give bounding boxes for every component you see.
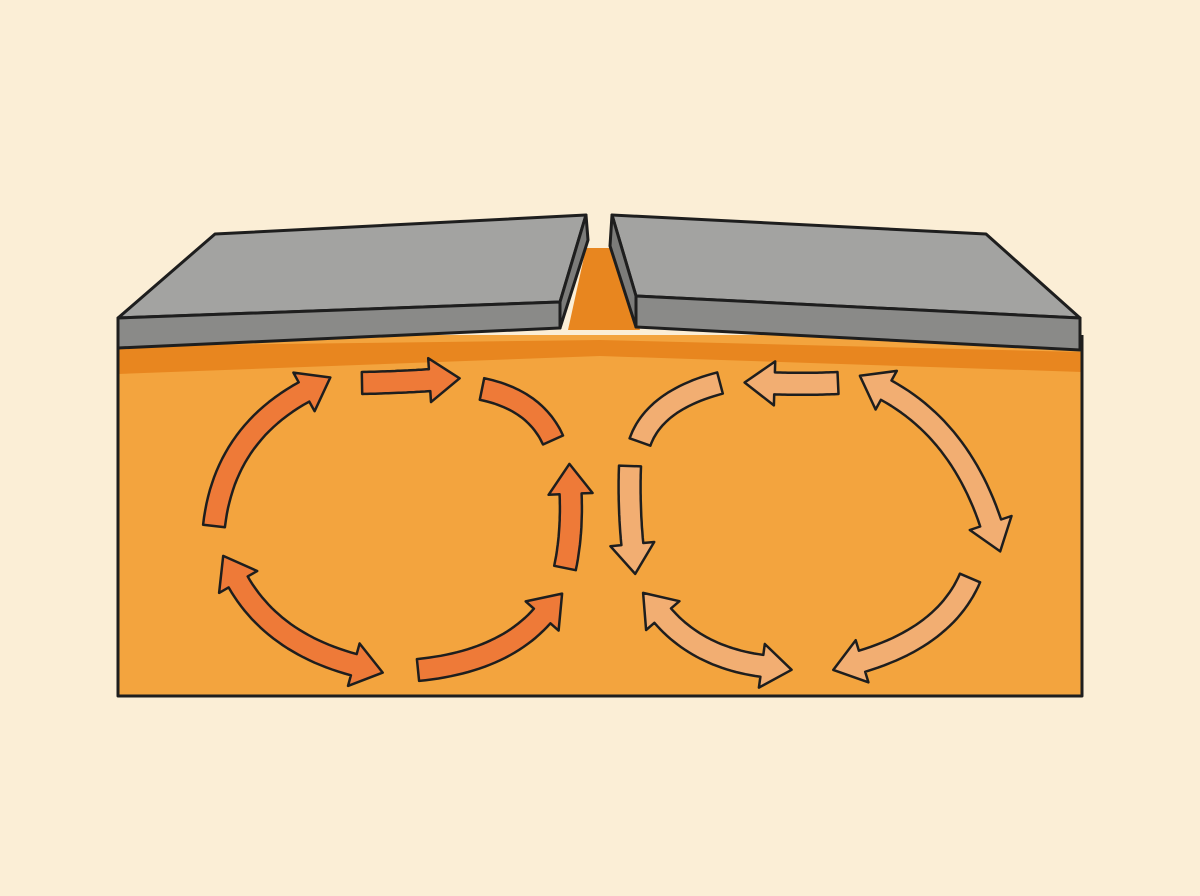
left-cell-arrow-bottom-right-icon (415, 592, 564, 683)
left-cell-arrow-top-icon (360, 356, 461, 404)
mantle-top-band (118, 340, 1082, 374)
right-cell-arrow-top-right-icon (858, 369, 1013, 553)
left-cell-arrow-top-right-icon (478, 376, 565, 446)
left-convection-cell (201, 356, 594, 688)
right-convection-cell (609, 360, 1013, 689)
mantle-outline (116, 335, 1084, 698)
right-cell-arrow-top-left-icon (628, 371, 725, 447)
left-plate-edge (558, 213, 590, 330)
right-cell-arrow-top-icon (743, 360, 840, 407)
right-cell-arrow-left-down-icon (609, 464, 656, 576)
left-cell-arrow-bottom-left-icon (217, 554, 384, 688)
right-plate (608, 213, 1082, 352)
mantle-block (118, 335, 1082, 696)
left-cell-arrow-right-up-icon (547, 462, 594, 572)
right-plate-edge (608, 213, 638, 329)
right-cell-arrow-bottom-right-icon (832, 572, 982, 684)
right-cell-arrow-bottom-left-icon (641, 591, 793, 689)
left-cell-arrow-top-left-icon (201, 371, 332, 529)
rift-magma (568, 248, 640, 330)
left-plate (116, 213, 590, 350)
